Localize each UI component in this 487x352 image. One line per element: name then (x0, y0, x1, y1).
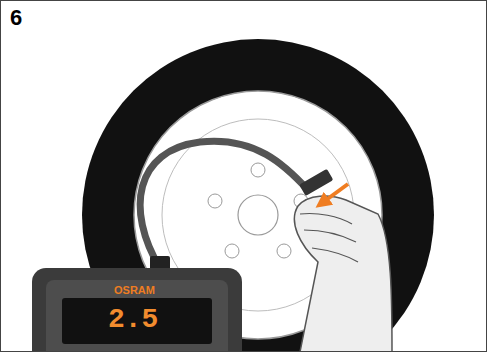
compressor-panel (46, 280, 228, 352)
compressor-body (32, 268, 242, 352)
hose-connector (299, 169, 333, 196)
lug-hole (277, 244, 291, 258)
lug-hole (225, 244, 239, 258)
air-hose (140, 141, 308, 268)
display-reading: 2.5 (108, 306, 158, 334)
hand (294, 196, 392, 352)
step-number: 6 (10, 7, 22, 29)
tyre (82, 39, 434, 352)
lug-hole (251, 163, 265, 177)
brand-logo: OSRAM (114, 285, 155, 296)
finger-line (312, 248, 358, 262)
finger-line (304, 230, 356, 242)
lug-hole (208, 194, 222, 208)
hub-centre (238, 195, 278, 235)
display (62, 298, 212, 344)
direction-arrow (322, 184, 348, 203)
finger-line (300, 213, 352, 224)
